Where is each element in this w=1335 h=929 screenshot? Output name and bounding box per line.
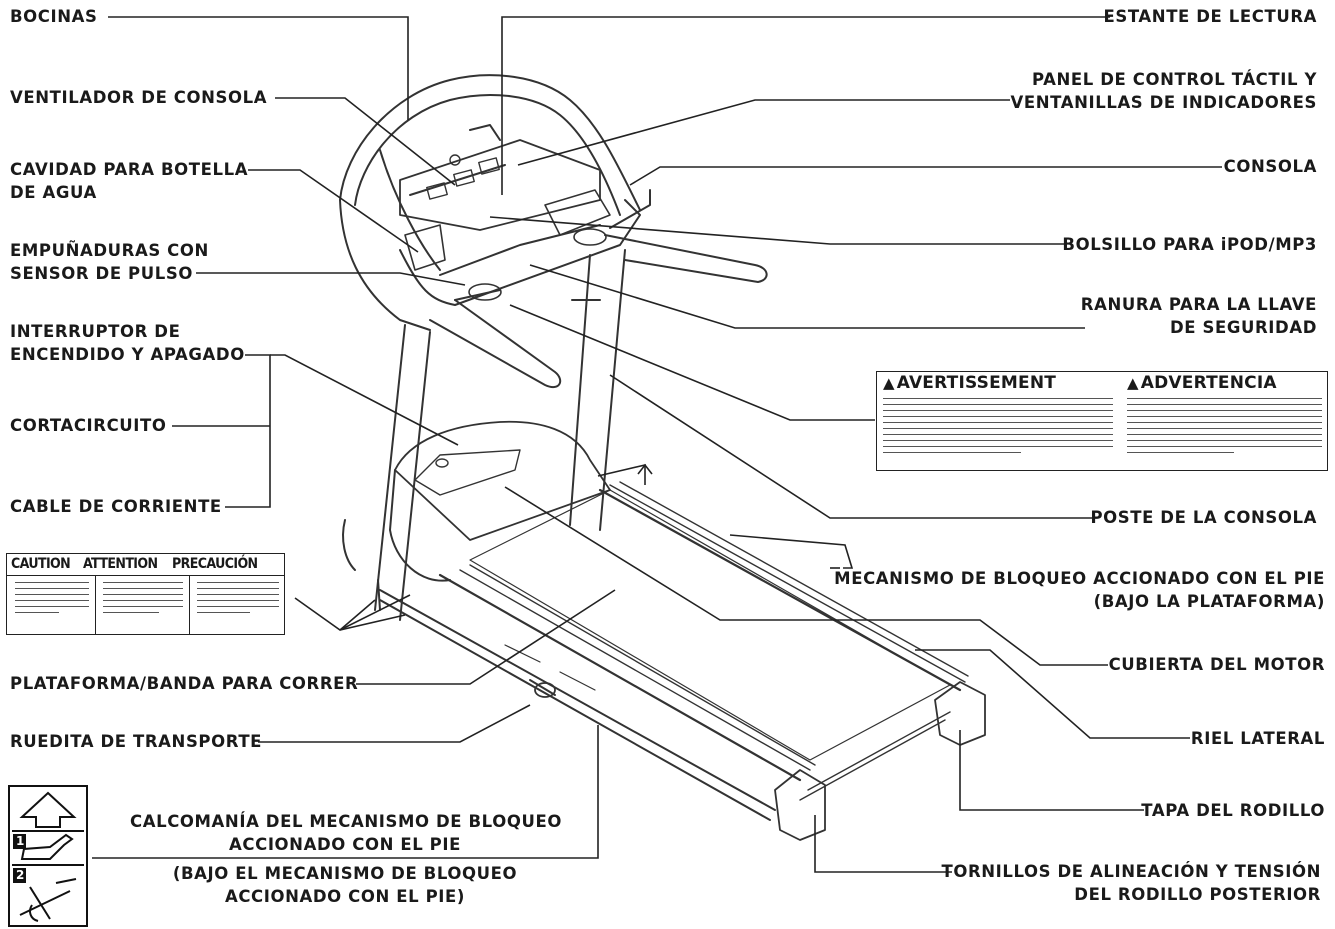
caution-heading-fr: ATTENTION xyxy=(83,556,158,572)
warning-decal: ▲AVERTISSEMENT ▲ADVERTENCIA xyxy=(876,371,1328,471)
foot-lock-pictogram-art xyxy=(12,791,84,922)
foot-press-icon xyxy=(20,833,74,860)
caution-fine-print-en xyxy=(15,582,89,618)
warning-triangle-icon: ▲ xyxy=(1127,374,1139,392)
label-ventilador: VENTILADOR DE CONSOLA xyxy=(10,88,268,107)
caution-fine-print-fr xyxy=(103,582,183,618)
warning-heading-fr: ▲AVERTISSEMENT xyxy=(883,373,1057,393)
label-tapa: TAPA DEL RODILLO xyxy=(1141,801,1325,820)
label-estante: ESTANTE DE LECTURA xyxy=(1103,7,1317,26)
label-bolsillo: BOLSILLO PARA iPOD/MP3 xyxy=(1062,235,1317,254)
caution-heading-es: PRECAUCIÓN xyxy=(172,556,258,572)
step-1-badge: 1 xyxy=(16,834,25,848)
motor-hood xyxy=(394,420,611,541)
label-consola: CONSOLA xyxy=(1223,157,1317,176)
warning-fine-print-es xyxy=(1127,398,1322,458)
caution-decal: CAUTION ATTENTION PRECAUCIÓN xyxy=(6,553,285,635)
label-poste: POSTE DE LA CONSOLA xyxy=(1090,508,1317,527)
caution-fine-print-es xyxy=(197,582,279,618)
label-mecanismo: MECANISMO DE BLOQUEO ACCIONADO CON EL PI… xyxy=(834,569,1325,611)
label-bocinas: BOCINAS xyxy=(10,7,98,26)
console-face xyxy=(399,139,601,231)
label-cubierta: CUBIERTA DEL MOTOR xyxy=(1108,655,1325,674)
label-cortacircuito: CORTACIRCUITO xyxy=(10,416,167,435)
label-cable: CABLE DE CORRIENTE xyxy=(10,497,222,516)
warning-heading-es: ▲ADVERTENCIA xyxy=(1127,373,1277,393)
foot-lock-pictogram: 1 2 xyxy=(8,785,88,927)
warning-fine-print-fr xyxy=(883,398,1113,458)
label-riel: RIEL LATERAL xyxy=(1190,729,1325,748)
label-ruedita: RUEDITA DE TRANSPORTE xyxy=(10,732,263,751)
step-2-badge: 2 xyxy=(16,868,25,882)
label-plataforma: PLATAFORMA/BANDA PARA CORRER xyxy=(10,674,359,693)
console-hood xyxy=(339,74,641,211)
deck-lower-icon xyxy=(19,878,77,920)
arrow-up-icon xyxy=(19,791,77,828)
warning-triangle-icon: ▲ xyxy=(883,374,895,392)
caution-headings: CAUTION ATTENTION PRECAUCIÓN xyxy=(11,556,281,572)
caution-heading-en: CAUTION xyxy=(11,556,71,572)
